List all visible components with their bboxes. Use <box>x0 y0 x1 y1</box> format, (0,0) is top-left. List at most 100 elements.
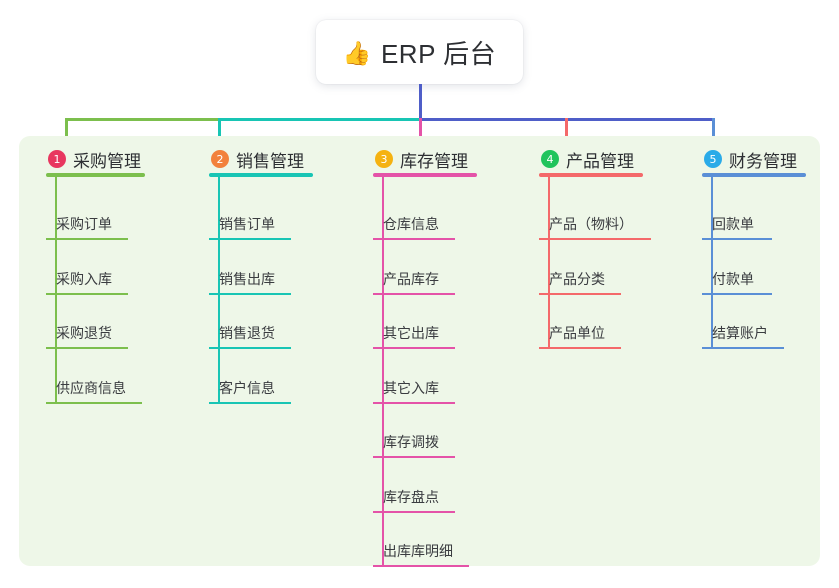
leaf-item-label: 销售退货 <box>219 325 275 341</box>
branch-underline-4 <box>539 173 643 177</box>
root-title-text: ERP 后台 <box>380 38 497 69</box>
branch-spine-3 <box>382 176 384 567</box>
branch-badge-3: 3 <box>375 150 393 168</box>
branch-column-4: 4 产品管理产品（物料） 产品分类产品单位 <box>539 146 651 349</box>
segment-2-3 <box>218 118 419 121</box>
leaf-item-label: 付款单 <box>712 270 754 287</box>
leaf-item[interactable]: 付款单 <box>702 269 786 295</box>
root-node[interactable]: 👍 ERP 后台 <box>316 20 523 84</box>
leaf-item-underline <box>46 401 142 404</box>
root-label: 👍 ERP 后台 <box>343 34 496 71</box>
leaf-item-underline <box>373 401 455 404</box>
leaf-item-underline <box>46 238 128 240</box>
leaf-item-underline <box>702 292 772 295</box>
leaf-item[interactable]: 销售订单 <box>209 214 305 240</box>
leaf-item[interactable]: 采购订单 <box>46 214 142 240</box>
branch-header-1[interactable]: 1 采购管理 <box>46 146 141 172</box>
branch-badge-5: 5 <box>704 150 722 168</box>
leaf-item[interactable]: 其它出库 <box>373 323 469 349</box>
leaf-item-underline <box>46 347 128 349</box>
leaf-item[interactable]: 采购入库 <box>46 269 142 295</box>
branch-column-1: 1 采购管理采购订单采购入库采购退货供应商信息 <box>46 146 145 404</box>
leaf-item-underline <box>373 292 455 295</box>
drop-connector-3 <box>419 118 422 144</box>
branch-spine-2 <box>218 176 220 404</box>
leaf-item[interactable]: 销售退货 <box>209 323 305 349</box>
leaf-item[interactable]: 产品库存 <box>373 269 469 295</box>
leaf-item-label: 产品库存 <box>383 270 439 287</box>
leaf-item-label: 仓库信息 <box>383 216 439 232</box>
leaf-item-label: 供应商信息 <box>56 379 126 396</box>
leaf-item[interactable]: 采购退货 <box>46 323 142 349</box>
branch-underline-5 <box>702 173 806 177</box>
leaf-item-label: 库存盘点 <box>383 488 439 505</box>
leaf-item-label: 销售出库 <box>219 270 275 287</box>
branch-column-3: 3 库存管理仓库信息产品库存其它出库其它入库库存调拨库存盘点出库库明细 <box>373 146 477 567</box>
leaf-item-label: 其它入库 <box>383 379 439 396</box>
leaf-item[interactable]: 产品分类 <box>539 269 635 295</box>
drop-connector-5 <box>712 118 715 144</box>
leaf-item[interactable]: 产品单位 <box>539 323 635 349</box>
leaf-item-underline <box>209 292 291 295</box>
leaf-item-label: 出库库明细 <box>383 543 453 559</box>
leaf-item-label: 产品单位 <box>549 325 605 341</box>
leaf-item-label: 采购订单 <box>56 216 112 232</box>
segment-1-2 <box>65 118 218 121</box>
leaf-item[interactable]: 结算账户 <box>702 323 798 349</box>
branch-underline-2 <box>209 173 313 177</box>
branch-header-5[interactable]: 5 财务管理 <box>702 146 797 172</box>
leaf-item-underline <box>373 347 455 349</box>
branch-underline-1 <box>46 173 145 177</box>
leaf-item-label: 回款单 <box>712 216 754 232</box>
branches-panel <box>19 136 820 566</box>
leaf-item[interactable]: 销售出库 <box>209 269 305 295</box>
leaf-item[interactable]: 出库库明细 <box>373 541 483 567</box>
branch-title-3: 库存管理 <box>400 151 468 171</box>
drop-connector-4 <box>565 118 568 144</box>
branch-title-4: 产品管理 <box>566 151 634 171</box>
branch-title-5: 财务管理 <box>729 151 797 171</box>
leaf-item-label: 库存调拨 <box>383 434 439 450</box>
thumbs-up-icon: 👍 <box>342 39 372 66</box>
leaf-item-underline <box>539 347 621 349</box>
leaf-item[interactable]: 客户信息 <box>209 378 305 404</box>
leaf-item[interactable]: 库存盘点 <box>373 487 469 513</box>
leaf-item-underline <box>46 292 128 295</box>
leaf-item-label: 采购退货 <box>56 325 112 341</box>
leaf-item-label: 其它出库 <box>383 325 439 341</box>
leaf-item-underline <box>702 347 784 349</box>
leaf-item-underline <box>539 292 621 295</box>
leaf-item-label: 产品分类 <box>549 270 605 287</box>
branch-title-1: 采购管理 <box>73 151 141 171</box>
leaf-item-underline <box>539 238 651 240</box>
leaf-item-underline <box>209 401 291 404</box>
leaf-item[interactable]: 供应商信息 <box>46 378 156 404</box>
branch-badge-4: 4 <box>541 150 559 168</box>
branch-header-3[interactable]: 3 库存管理 <box>373 146 468 172</box>
drop-connector-1 <box>65 118 68 144</box>
leaf-item-underline <box>373 238 455 240</box>
leaf-item-underline <box>373 565 469 567</box>
branch-spine-1 <box>55 176 57 404</box>
leaf-item-underline <box>373 510 455 513</box>
leaf-item[interactable]: 库存调拨 <box>373 432 469 458</box>
branch-badge-2: 2 <box>211 150 229 168</box>
leaf-item-underline <box>702 238 772 240</box>
drop-connector-2 <box>218 118 221 144</box>
branch-spine-5 <box>711 176 713 349</box>
branch-column-5: 5 财务管理回款单付款单结算账户 <box>702 146 806 349</box>
leaf-item-underline <box>209 238 291 240</box>
leaf-item-label: 销售订单 <box>219 216 275 232</box>
leaf-item[interactable]: 其它入库 <box>373 378 469 404</box>
root-drop-connector <box>419 84 422 119</box>
leaf-item[interactable]: 回款单 <box>702 214 786 240</box>
leaf-item-label: 产品（物料） <box>549 216 633 232</box>
leaf-item-label: 结算账户 <box>712 325 768 341</box>
branch-badge-1: 1 <box>48 150 66 168</box>
leaf-item[interactable]: 产品（物料） <box>539 214 665 240</box>
leaf-item[interactable]: 仓库信息 <box>373 214 469 240</box>
branch-header-4[interactable]: 4 产品管理 <box>539 146 634 172</box>
